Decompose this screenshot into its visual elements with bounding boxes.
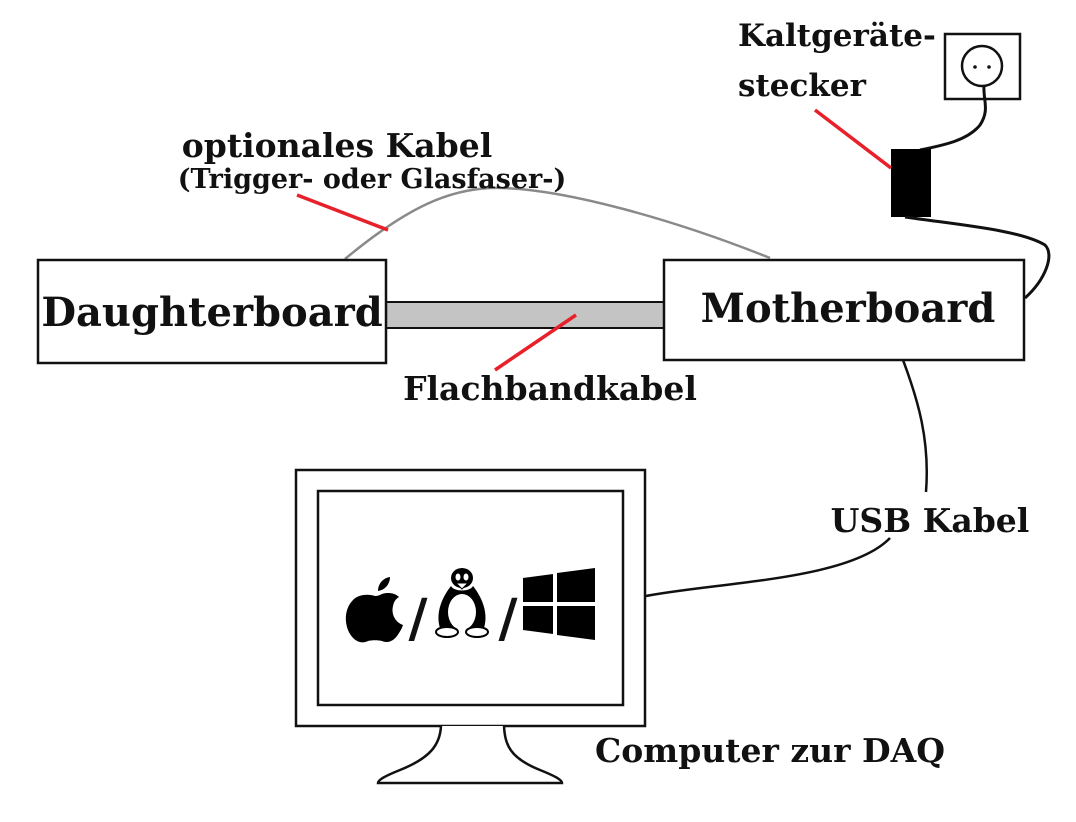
power-plug-label-line1: Kaltgeräte- (738, 18, 936, 54)
computer-label: Computer zur DAQ (595, 731, 945, 770)
windows-icon (523, 568, 595, 640)
os-separator-1: / (409, 588, 428, 649)
monitor-stand (376, 725, 564, 785)
power-plug-label-line2: stecker (738, 68, 867, 104)
motherboard-label: Motherboard (701, 285, 996, 332)
daughterboard-box: Daughterboard (36, 258, 388, 365)
usb-cable-label: USB Kabel (831, 501, 1030, 540)
os-separator-2: / (499, 588, 518, 649)
ribbon-cable (385, 301, 665, 329)
optional-cable-subtitle: (Trigger- oder Glasfaser-) (178, 164, 567, 195)
power-cable-upper (919, 85, 987, 152)
leader-power-plug (813, 108, 893, 170)
usb-cable (645, 359, 928, 598)
apple-icon (345, 577, 403, 643)
optional-cable (344, 186, 771, 260)
power-cable-lower (904, 215, 1051, 300)
leader-optional-cable (296, 193, 389, 232)
leader-ribbon-cable (494, 313, 577, 372)
linux-tux-icon (435, 568, 489, 638)
computer-monitor: / / (294, 468, 647, 785)
daughterboard-label: Daughterboard (41, 289, 382, 336)
motherboard-box: Motherboard (662, 258, 1026, 362)
optional-cable-title: optionales Kabel (182, 126, 493, 165)
wall-socket (943, 32, 1022, 101)
power-plug (891, 149, 931, 217)
ribbon-cable-label: Flachbandkabel (403, 369, 697, 408)
